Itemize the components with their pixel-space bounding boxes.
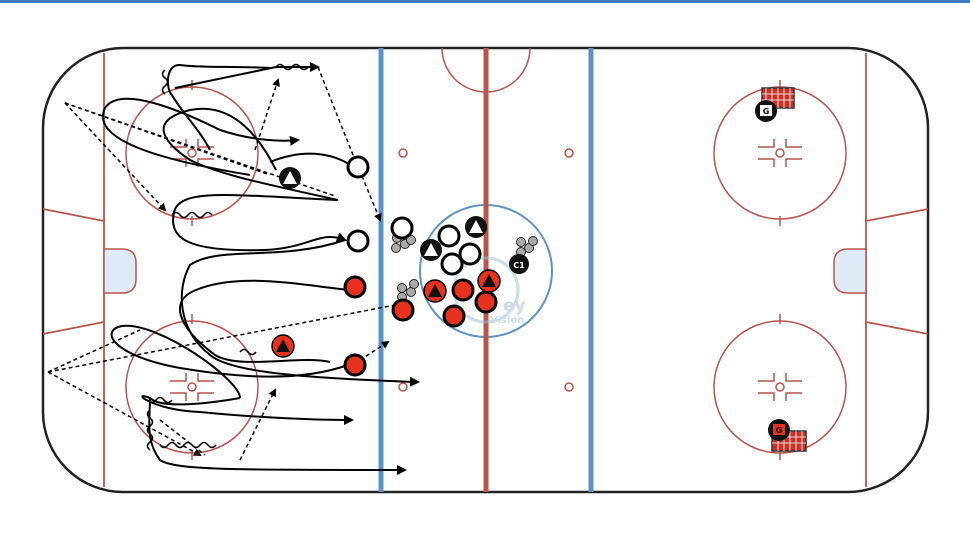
white-player-icon bbox=[390, 216, 414, 240]
pylon-group-icon bbox=[391, 233, 538, 302]
hash-lines bbox=[42, 208, 929, 335]
white-players bbox=[346, 155, 482, 276]
red-players bbox=[343, 275, 498, 377]
watermark-logo: ey Vision bbox=[452, 256, 526, 326]
wavy-paths bbox=[146, 63, 309, 451]
red-player-icon bbox=[343, 275, 367, 299]
coach-icon: C1 bbox=[509, 254, 529, 274]
faceoff-hashes bbox=[170, 80, 802, 460]
white-player-icon bbox=[440, 252, 464, 276]
red-player-icon bbox=[343, 353, 367, 377]
crease-right bbox=[833, 248, 867, 294]
watermark-text-2: Vision bbox=[490, 315, 524, 326]
white-player-icon bbox=[346, 229, 370, 253]
white-player-icon bbox=[437, 224, 461, 248]
red-triangle-player-icon bbox=[271, 334, 295, 358]
black-triangle-player-icon bbox=[279, 167, 301, 189]
red-player-icon bbox=[391, 298, 415, 322]
red-triangle-players bbox=[271, 269, 501, 358]
black-triangle-player-icon bbox=[420, 239, 442, 261]
white-player-icon bbox=[458, 242, 482, 266]
skating-paths bbox=[102, 62, 420, 475]
black-triangle-players bbox=[279, 167, 487, 261]
pass-lines bbox=[47, 66, 396, 461]
watermark-text-1: ey bbox=[503, 296, 526, 316]
red-player-icon bbox=[442, 304, 466, 328]
goalie-top: G bbox=[755, 87, 795, 122]
top-border-bar bbox=[0, 0, 970, 3]
black-triangle-player-icon bbox=[465, 216, 487, 238]
white-player-icon bbox=[346, 155, 370, 179]
coach-label: C1 bbox=[513, 261, 525, 270]
red-triangle-player-icon bbox=[477, 269, 501, 293]
red-player-icon bbox=[474, 290, 498, 314]
red-player-icon bbox=[451, 278, 475, 302]
crease-left bbox=[103, 248, 137, 294]
goalie-label-top: G bbox=[763, 107, 770, 116]
goalie-label-bottom: G bbox=[776, 426, 783, 435]
goalie-bottom: G bbox=[768, 419, 807, 452]
faceoff-dots bbox=[187, 148, 785, 392]
red-triangle-player-icon bbox=[423, 279, 447, 303]
